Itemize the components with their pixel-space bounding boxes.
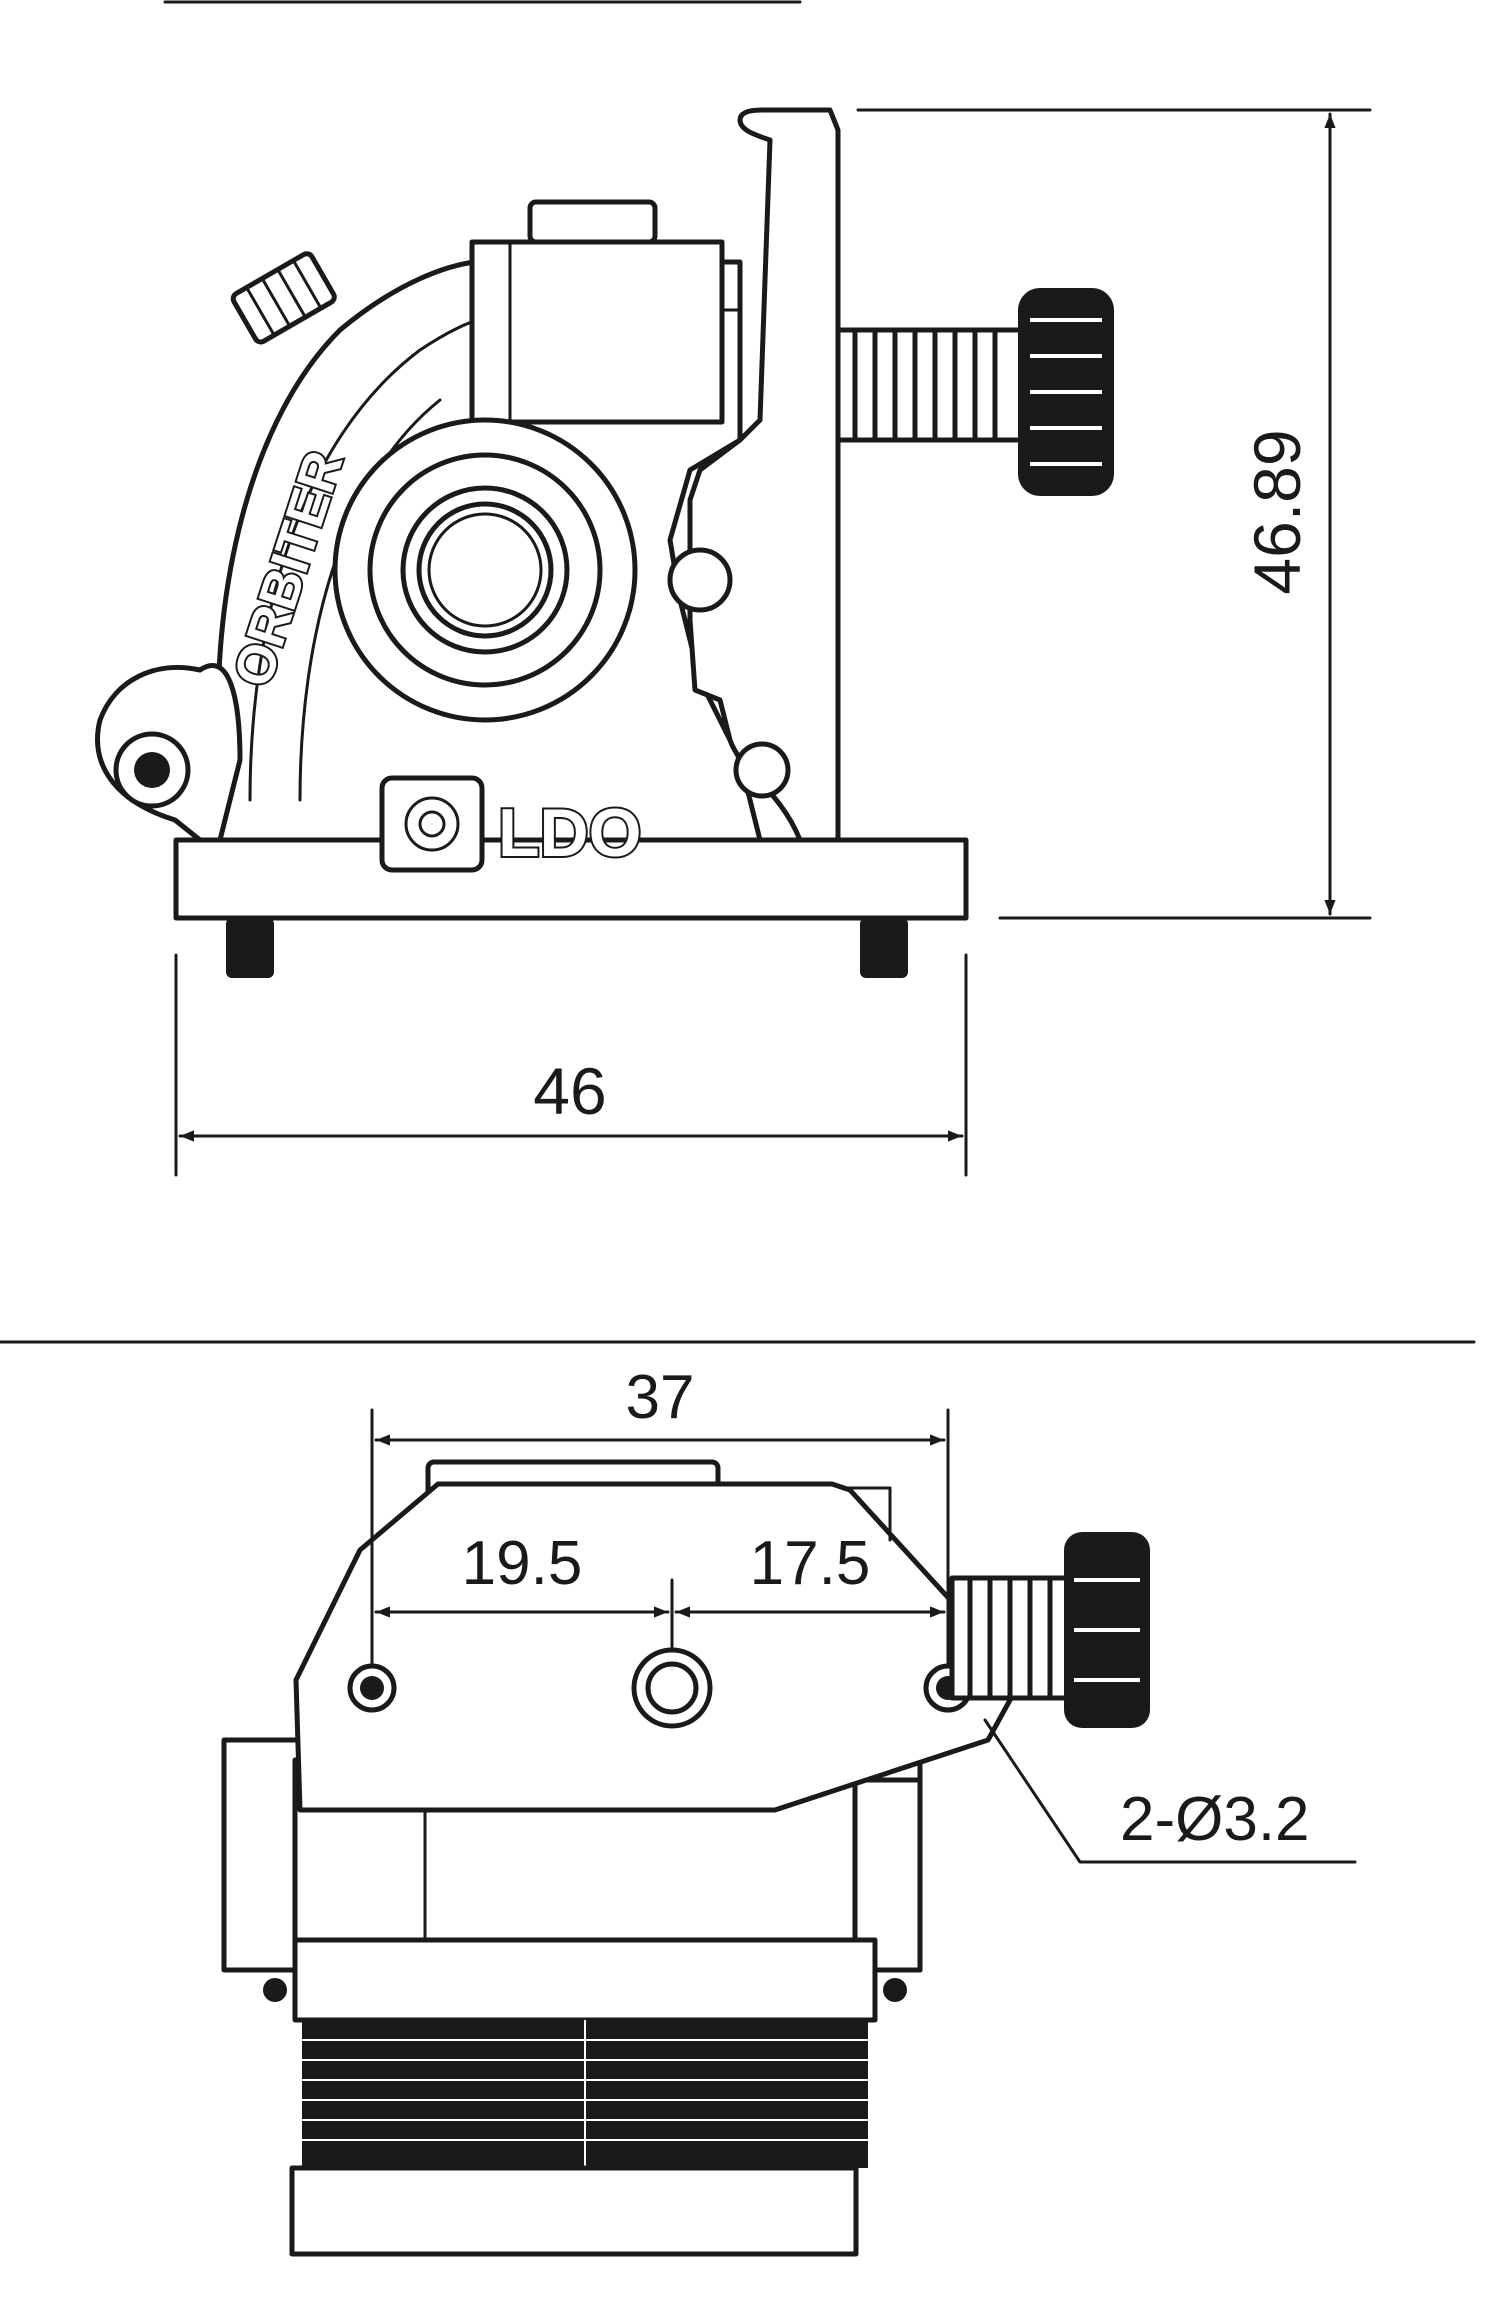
shaft-ring-4 <box>416 501 554 639</box>
top-block <box>469 239 725 425</box>
flange-screw-right <box>883 1978 907 2002</box>
motor-base <box>289 2165 859 2257</box>
left-screw <box>226 918 274 978</box>
lever-hole-upper <box>667 547 733 613</box>
mount-hole-left-core <box>360 1676 384 1700</box>
maker-logo: LDO <box>379 775 644 873</box>
motor-flange <box>292 1937 878 2023</box>
hole-callout-label: 2-Ø3.2 <box>1120 1785 1310 1854</box>
maker-label: LDO <box>498 795 642 871</box>
tension-spring <box>835 327 1031 443</box>
knurl-nub <box>230 251 337 345</box>
mount-plate <box>293 1481 1013 1813</box>
top-block-step <box>508 240 742 422</box>
callout-leader <box>983 1718 1357 1864</box>
top-cap <box>527 199 658 245</box>
knob-bottom <box>1064 1532 1150 1728</box>
pivot-hole-inner <box>134 752 170 788</box>
spring-bottom <box>949 1575 1075 1701</box>
bottom-view: 37 19.5 17.5 2-Ø3.2 <box>221 1363 1357 2257</box>
left-dim-label: 19.5 <box>462 1529 583 1598</box>
right-screw <box>860 918 908 978</box>
height-dim-label: 46.89 <box>1240 429 1314 594</box>
right-dim-label: 17.5 <box>750 1529 871 1598</box>
flange-screw-left <box>263 1978 287 2002</box>
spring-knob <box>1018 288 1114 496</box>
span-dim-label: 37 <box>626 1363 695 1432</box>
tension-lever <box>687 107 841 843</box>
filament-hole-inner <box>645 1661 699 1715</box>
width-dim-label: 46 <box>533 1054 606 1128</box>
housing-inner-arc <box>248 318 480 802</box>
side-view: ORBITER <box>95 107 1372 1177</box>
lever-hole-lower <box>733 741 791 799</box>
base-plate <box>173 837 969 921</box>
shaft-ring-5 <box>427 512 543 628</box>
